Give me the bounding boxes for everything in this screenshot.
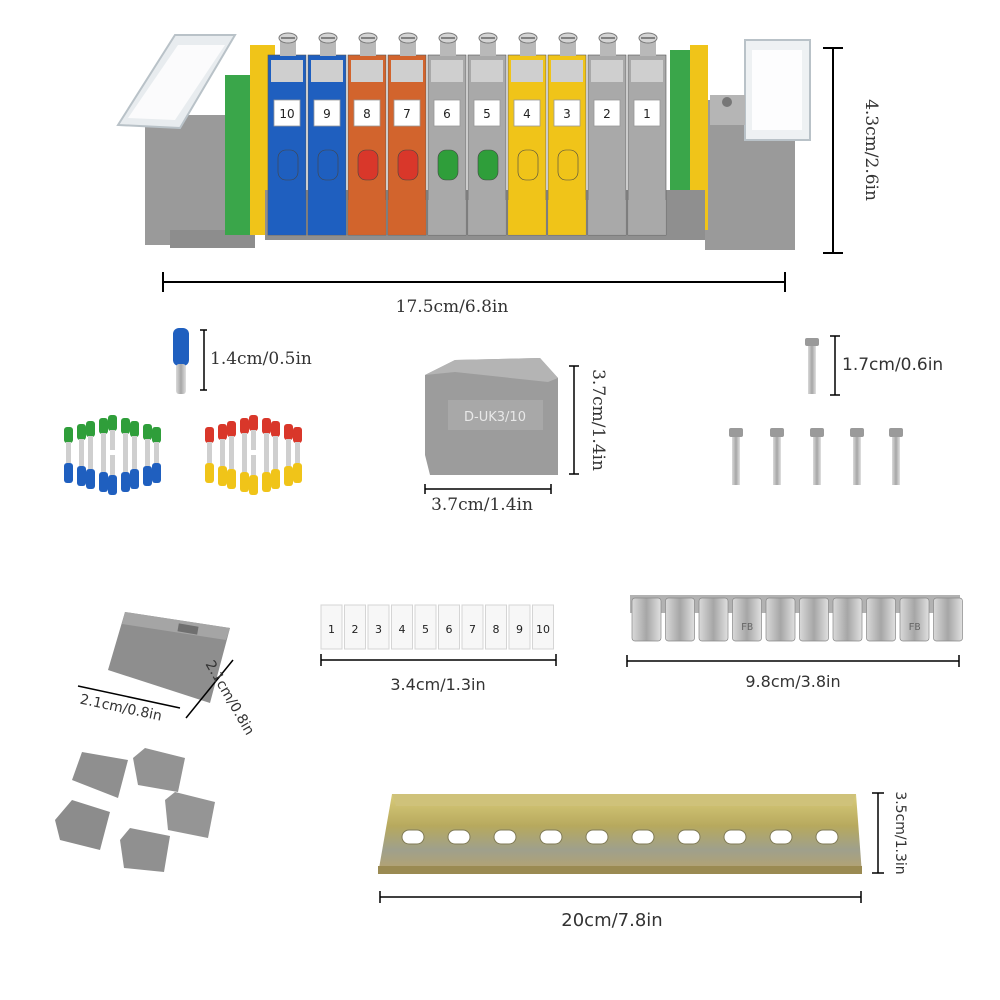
marker-number-label: 10 [536,623,550,636]
marker-number-label: 3 [375,623,382,636]
jumper-tooth: FB [732,597,762,642]
terminal-width-label: 17.5cm/6.8in [396,297,509,317]
screw-length-label: 1.7cm/0.6in [842,355,943,375]
terminal-block-unit: 10 [267,32,307,236]
terminal-screw-icon [518,32,538,56]
terminal-screw-icon [398,32,418,56]
marker-number-label: 6 [446,623,453,636]
end-cover-set [55,748,215,872]
marker-number-label: 9 [516,623,523,636]
terminal-screw-icon [598,32,618,56]
terminal-block-unit: 8 [347,32,387,236]
jumper-tooth [799,597,829,642]
screw-single [805,335,840,396]
screw-icon [729,428,743,485]
end-plate-width-dimension [424,484,552,494]
terminal-block-unit: 3 [547,32,587,236]
marker-number-label: 1 [328,623,335,636]
terminal-width-dimension [162,272,786,292]
marker-number-label: 8 [493,623,500,636]
terminal-screw-icon [278,32,298,56]
terminal-screw-icon [558,32,578,56]
screw-icon [850,428,864,485]
din-rail [378,794,862,874]
ferrule-set [64,415,161,495]
end-plate-height-label: 3.7cm/1.4in [588,369,608,471]
ferrule-sets [64,415,302,495]
din-rail-height-label: 3.5cm/1.3in [892,791,908,874]
terminal-height-label: 4.3cm/2.6in [861,99,881,201]
terminal-block-unit: 5 [467,32,507,236]
end-cover-width-dimension [77,685,181,709]
jumper-bar-dimension [626,655,960,667]
terminal-screw-icon [318,32,338,56]
jumper-tooth [698,597,729,642]
jumper-tooth [631,597,662,642]
terminal-block-unit: 7 [387,32,427,236]
end-cover-width-label: 2.1cm/0.8in [78,692,163,725]
screw-icon [889,428,903,485]
terminal-number-label: 10 [279,107,294,121]
marker-strip: 1 2 3 4 5 6 7 8 9 10 [320,604,554,650]
din-rail-length-dimension [379,891,862,903]
marker-number-label: 4 [399,623,406,636]
ferrule-single [173,328,207,394]
screw-set [729,428,903,485]
marker-number-label: 7 [469,623,476,636]
end-cover [108,612,230,703]
din-rail-height-dimension [872,792,884,874]
terminal-block-unit: 4 [507,32,547,236]
terminal-block-unit: 9 [307,32,347,236]
jumper-tooth [866,597,896,642]
terminal-number-label: 6 [443,107,451,121]
terminal-number-label: 2 [603,107,611,121]
end-plate-marking: D-UK3/10 [464,410,526,425]
end-plate: D-UK3/10 [425,358,558,475]
marker-strip-dimension [320,654,557,666]
jumper-marking: FB [741,622,753,633]
terminal-block-unit: 6 [427,32,467,236]
jumper-tooth [832,597,863,642]
terminal-screw-icon [438,32,458,56]
ferrule-length-label: 1.4cm/0.5in [210,349,312,369]
terminal-height-dimension [823,47,843,254]
terminal-number-label: 9 [323,107,331,121]
jumper-tooth [665,597,695,642]
jumper-bar: FB FB [630,595,963,642]
jumper-tooth: FB [899,597,930,642]
end-plate-height-dimension [569,365,579,475]
marker-number-label: 5 [422,623,429,636]
terminal-number-label: 7 [403,107,411,121]
end-plate-width-label: 3.7cm/1.4in [431,495,533,515]
terminal-block-assembly: 10 9 8 7 6 5 4 3 2 1 [116,32,811,250]
terminal-number-label: 4 [523,107,531,121]
terminal-screw-icon [358,32,378,56]
screw-icon [810,428,824,485]
jumper-bar-length-label: 9.8cm/3.8in [745,672,840,691]
screw-icon [770,428,784,485]
jumper-marking: FB [908,622,920,633]
ferrule-set [205,415,302,495]
end-cover-height-dimension [185,659,234,719]
terminal-number-label: 8 [363,107,371,121]
terminal-block-unit: 1 [627,32,667,236]
terminal-number-label: 5 [483,107,491,121]
terminal-screw-icon [638,32,658,56]
din-rail-length-label: 20cm/7.8in [561,910,662,931]
terminal-number-label: 1 [643,107,651,121]
marker-number-label: 2 [352,623,359,636]
terminal-block-unit: 2 [587,32,627,236]
terminal-number-label: 3 [563,107,571,121]
jumper-tooth [933,597,963,642]
jumper-tooth [765,597,796,642]
left-end-clamp [116,34,255,248]
terminal-screw-icon [478,32,498,56]
marker-strip-length-label: 3.4cm/1.3in [390,675,485,694]
right-end-clamp [705,39,811,250]
